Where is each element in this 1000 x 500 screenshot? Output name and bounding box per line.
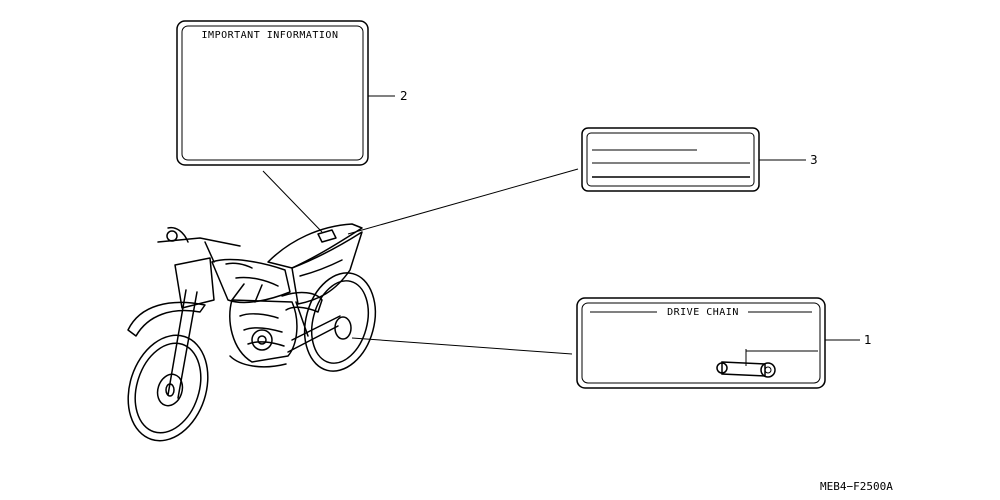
blank-label xyxy=(581,127,760,192)
engine xyxy=(229,299,298,363)
leader-line-3 xyxy=(347,168,579,235)
important-information-label: IMPORTANT INFORMATION xyxy=(176,20,369,166)
diagram-code: MEB4−F2500A xyxy=(820,480,893,493)
rear-wheel xyxy=(303,272,377,372)
drive-chain-title: DRIVE CHAIN xyxy=(667,307,739,318)
side-panel xyxy=(291,231,363,305)
important-information-title: IMPORTANT INFORMATION xyxy=(202,30,339,41)
leader-line-1 xyxy=(351,337,573,355)
callout-number-1: 1 xyxy=(864,333,872,347)
callout-number-3: 3 xyxy=(810,153,818,167)
front-wheel xyxy=(127,334,209,442)
callout-number-2: 2 xyxy=(400,89,408,103)
chain-adjust-icon xyxy=(716,349,818,378)
swingarm xyxy=(287,315,341,353)
front-fender xyxy=(127,301,206,337)
leader-line-2 xyxy=(262,170,323,233)
fuel-tank xyxy=(211,258,291,304)
handlebar xyxy=(157,237,241,247)
drive-chain-label: DRIVE CHAIN xyxy=(576,297,826,389)
seat xyxy=(267,223,363,269)
motorcycle-illustration xyxy=(127,223,377,442)
number-plate xyxy=(174,257,215,309)
